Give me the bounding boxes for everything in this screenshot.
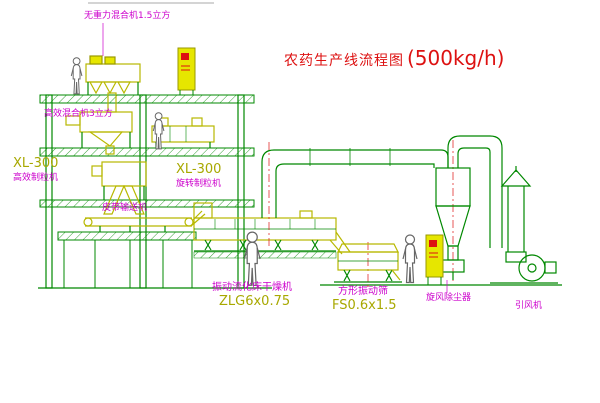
- ground-line: [38, 284, 562, 289]
- floor-slabs: [39, 94, 255, 208]
- fluid-bed-dryer: [193, 202, 337, 259]
- worker-figure: [70, 57, 83, 95]
- label-belt-conveyor: 皮带输送机: [102, 203, 148, 213]
- label-granulator-right-model: XL-300: [176, 162, 222, 177]
- label-dust-collector: 旋风除尘器: [426, 293, 472, 303]
- building-frame: [45, 94, 245, 289]
- label-mixer2: 高效混合机3立方: [44, 109, 113, 119]
- worker-figure: [402, 234, 418, 284]
- leader-lines: [102, 23, 448, 293]
- label-granulator-left-model: XL-300: [13, 156, 59, 171]
- title-capacity: (500kg/h): [407, 46, 505, 70]
- worker-figure: [243, 231, 261, 286]
- label-sieve-name: 方形振动筛: [338, 286, 388, 297]
- exhaust-duct: [261, 148, 449, 218]
- label-dryer-name: 振动流化床干燥机: [212, 282, 292, 293]
- induced-draft-fan: [490, 254, 558, 284]
- title-text: 农药生产线流程图: [284, 53, 404, 69]
- paddle-mixer: [85, 55, 141, 113]
- conveyor-platform: [57, 231, 197, 288]
- label-granulator-right-name: 旋转制粒机: [176, 179, 222, 189]
- label-granulator-left-name: 高效制粒机: [13, 173, 59, 183]
- exhaust-stack: [500, 166, 532, 263]
- worker-figure: [152, 112, 165, 150]
- label-dryer-model: ZLG6x0.75: [219, 294, 291, 309]
- label-top-mixer: 无重力混合机1.5立方: [84, 11, 171, 21]
- centerlines: [268, 140, 454, 290]
- vibrating-sieve: [334, 243, 402, 283]
- high-efficiency-mixer: [65, 111, 133, 155]
- label-fan: 引风机: [515, 301, 543, 311]
- granulator: [91, 161, 147, 215]
- label-sieve-model: FS0.6x1.5: [332, 298, 397, 313]
- cyclone-separator: [435, 135, 503, 280]
- control-cabinet-top: [177, 47, 196, 95]
- diagram-title: 农药生产线流程图 (500kg/h): [284, 46, 504, 70]
- control-cabinet-right: [425, 234, 444, 285]
